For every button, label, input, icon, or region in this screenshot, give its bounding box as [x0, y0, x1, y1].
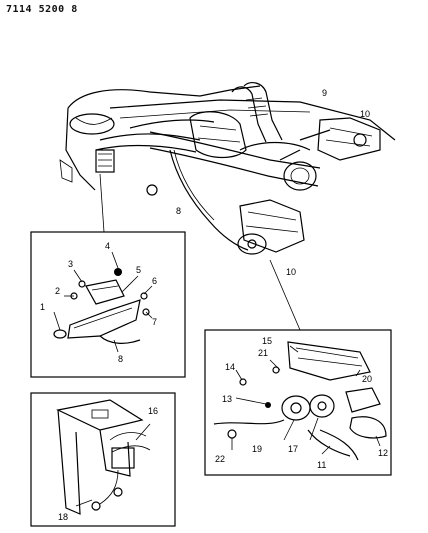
inset-harness-bracket — [30, 392, 176, 527]
callouts: 1 2 3 4 5 6 7 8 8 9 10 10 11 12 13 14 15… — [40, 88, 388, 522]
callout-1: 1 — [40, 302, 45, 312]
callout-10-bottom: 10 — [286, 267, 296, 277]
callout-10-top: 10 — [360, 109, 370, 119]
callout-7: 7 — [152, 317, 157, 327]
leader-to-inset-right — [269, 259, 301, 331]
inset-cable-bracket — [30, 231, 186, 378]
callout-2: 2 — [55, 286, 60, 296]
callout-19: 19 — [252, 444, 262, 454]
callout-20: 20 — [362, 374, 372, 384]
callout-12: 12 — [378, 448, 388, 458]
callout-8-main: 8 — [176, 206, 181, 216]
callout-21: 21 — [258, 348, 268, 358]
callout-4: 4 — [105, 241, 110, 251]
callout-3: 3 — [68, 259, 73, 269]
leader-to-inset-left — [99, 173, 105, 233]
document-code: 7114 5200 8 — [6, 4, 78, 15]
callout-13: 13 — [222, 394, 232, 404]
callout-16: 16 — [148, 406, 158, 416]
engine-bay-illustration — [59, 82, 396, 255]
callout-8-inset: 8 — [118, 354, 123, 364]
callout-17: 17 — [288, 444, 298, 454]
callout-9: 9 — [322, 88, 327, 98]
callout-18: 18 — [58, 512, 68, 522]
callout-6: 6 — [152, 276, 157, 286]
callout-5: 5 — [136, 265, 141, 275]
callout-22: 22 — [215, 454, 225, 464]
inset-actuator-assembly — [204, 329, 392, 476]
callout-15: 15 — [262, 336, 272, 346]
callout-14: 14 — [225, 362, 235, 372]
callout-11: 11 — [317, 460, 326, 470]
